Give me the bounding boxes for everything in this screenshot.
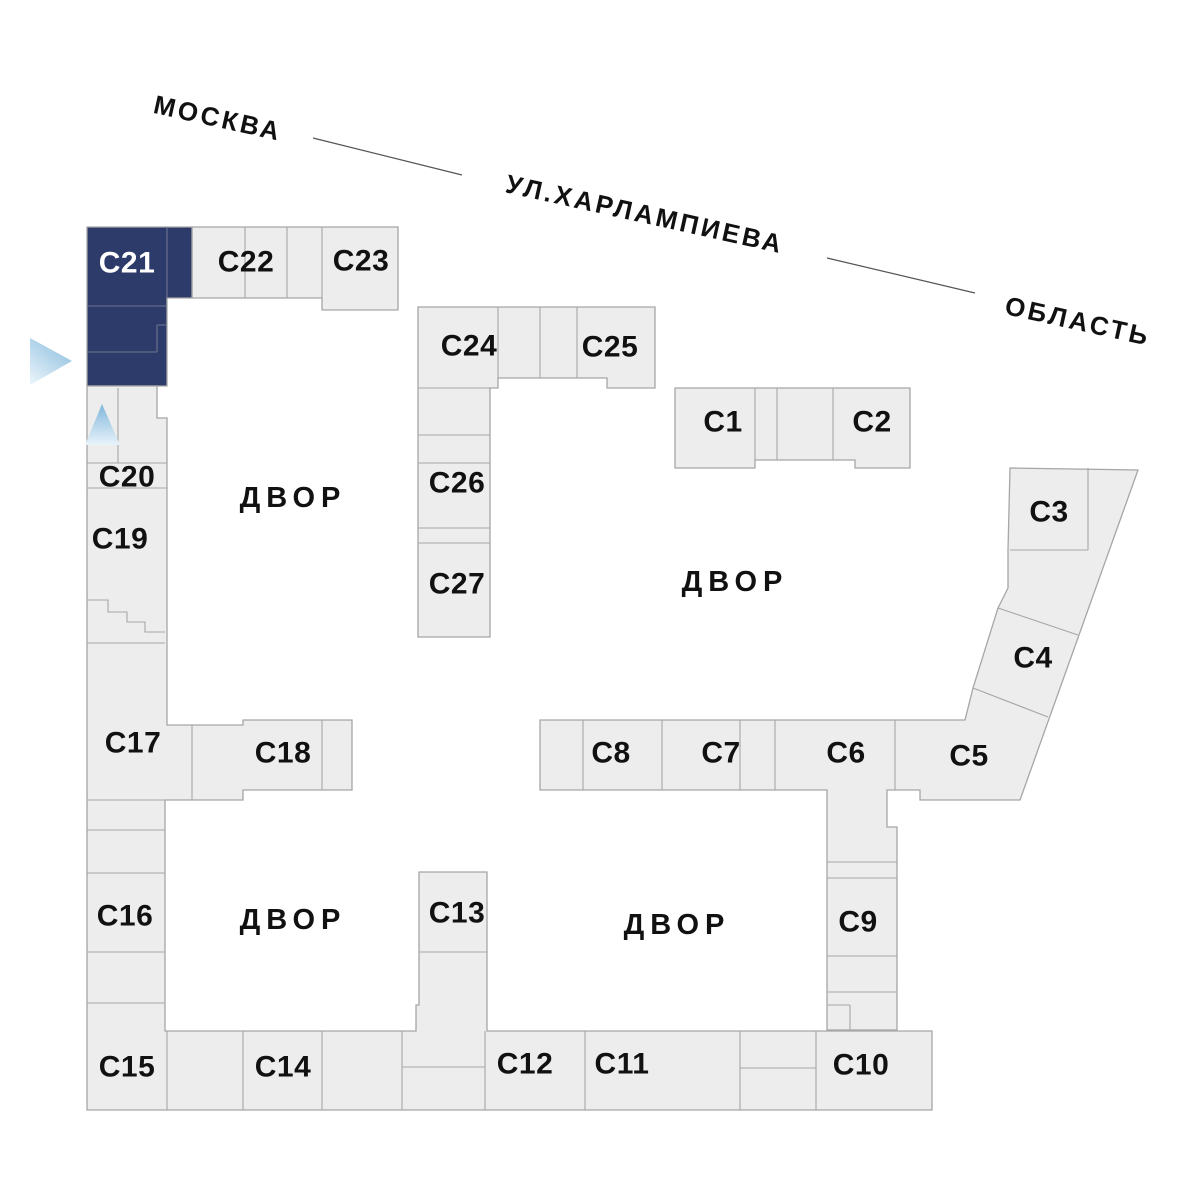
- street-label-kharlampieva: УЛ.ХАРЛАМПИЕВА: [503, 169, 787, 260]
- building-label-c19[interactable]: С19: [92, 523, 149, 556]
- buildings-shapes: [86, 226, 1139, 1111]
- building-label-c9[interactable]: С9: [838, 906, 877, 939]
- cell-divisions-highlighted: [87, 227, 168, 353]
- building-label-c5[interactable]: С5: [949, 740, 988, 773]
- markers: [30, 338, 120, 445]
- building-label-c26[interactable]: С26: [429, 467, 486, 500]
- building-label-c14[interactable]: С14: [255, 1051, 312, 1084]
- building-label-c13[interactable]: С13: [429, 897, 486, 930]
- courtyard-label: ДВОР: [240, 904, 347, 936]
- street-line: [312, 137, 463, 176]
- street-line: [826, 257, 976, 294]
- building-label-c10[interactable]: С10: [833, 1049, 890, 1082]
- entrance-arrow-up-icon: [85, 404, 120, 445]
- building-label-c18[interactable]: С18: [255, 737, 312, 770]
- building-label-c16[interactable]: С16: [97, 900, 154, 933]
- street-label-oblast: ОБЛАСТЬ: [1002, 290, 1153, 351]
- building-label-c23[interactable]: С23: [333, 245, 390, 278]
- building-label-c25[interactable]: С25: [582, 331, 639, 364]
- building-label-c21[interactable]: С21: [99, 247, 156, 280]
- building-label-c22[interactable]: С22: [218, 246, 275, 279]
- courtyard-label: ДВОР: [682, 566, 789, 598]
- entrance-arrow-right-icon: [30, 338, 72, 385]
- building-label-c17[interactable]: С17: [105, 727, 162, 760]
- building-label-c8[interactable]: С8: [591, 737, 630, 770]
- courtyard-label: ДВОР: [240, 482, 347, 514]
- building-label-c3[interactable]: С3: [1029, 496, 1068, 529]
- building-label-c6[interactable]: С6: [826, 737, 865, 770]
- building-c1-c2-shape[interactable]: [674, 387, 911, 469]
- building-label-c7[interactable]: С7: [701, 737, 740, 770]
- street-label-moscow: МОСКВА: [151, 89, 285, 147]
- building-label-c20[interactable]: С20: [99, 461, 156, 494]
- building-label-c24[interactable]: С24: [441, 330, 498, 363]
- building-label-c15[interactable]: С15: [99, 1051, 156, 1084]
- cell-divisions: [87, 227, 1089, 1110]
- building-label-c2[interactable]: С2: [852, 406, 891, 439]
- building-label-c27[interactable]: С27: [429, 568, 486, 601]
- building-label-c11[interactable]: С11: [595, 1048, 650, 1081]
- building-label-c1[interactable]: С1: [703, 406, 742, 439]
- courtyard-labels: ДВОР ДВОР ДВОР ДВОР: [240, 482, 789, 941]
- building-label-c12[interactable]: С12: [497, 1048, 554, 1081]
- street-lines: [312, 137, 976, 294]
- courtyard-label: ДВОР: [624, 909, 731, 941]
- building-label-c4[interactable]: С4: [1013, 642, 1052, 675]
